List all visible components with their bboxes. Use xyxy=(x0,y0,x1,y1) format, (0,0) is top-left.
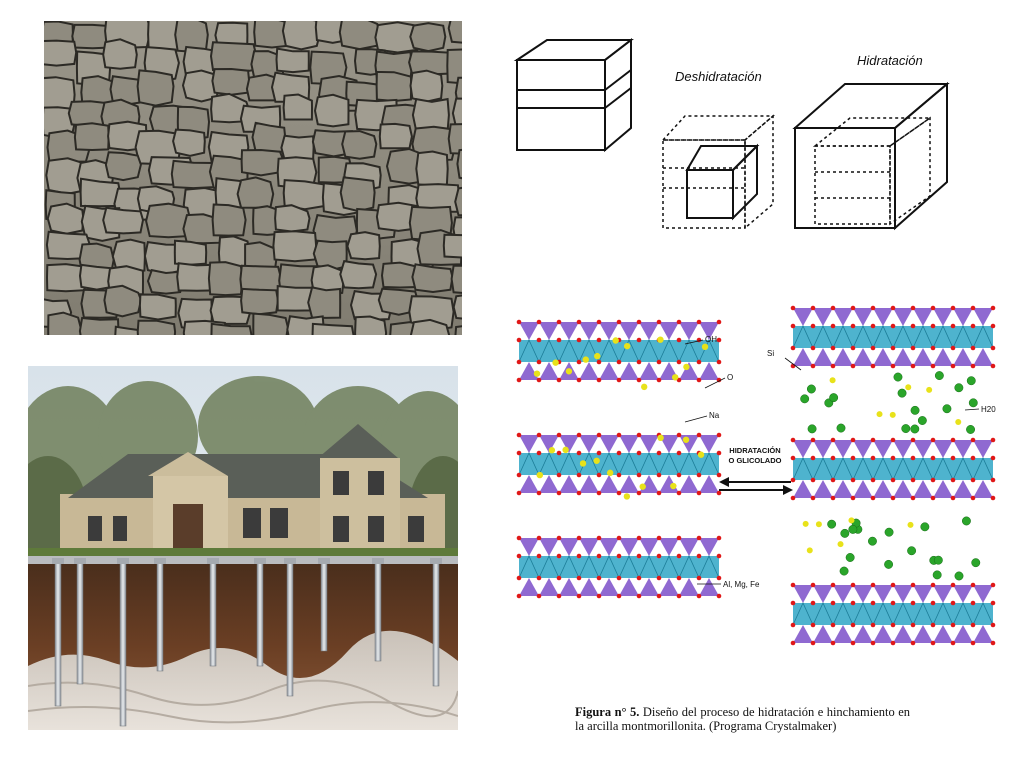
original-block xyxy=(513,37,634,153)
si-label: Si xyxy=(767,349,774,358)
cracked-soil-photo xyxy=(44,21,462,335)
al-mg-fe-label: Al, Mg, Fe xyxy=(723,580,760,589)
cracked-soil-image xyxy=(44,21,462,335)
caption-text: Diseño del proceso de hidratación e hinc… xyxy=(575,705,910,733)
caption-prefix: Figura n° 5. xyxy=(575,705,640,719)
crystal-svg: OH O Na Si H20 Al, Mg, Fe HIDRATACIÓN O … xyxy=(516,305,996,646)
o-label: O xyxy=(727,373,733,382)
reversible-arrow: HIDRATACIÓN O GLICOLADO xyxy=(719,446,793,495)
montmorillonite-structure-diagram: OH O Na Si H20 Al, Mg, Fe HIDRATACIÓN O … xyxy=(505,300,1005,680)
house-foundation-illustration xyxy=(28,366,458,730)
arrow-label-line2: O GLICOLADO xyxy=(729,456,782,465)
figure-caption: Figura n° 5. Diseño del proceso de hidra… xyxy=(575,705,910,733)
swelling-box-diagram: Deshidratación Hidratación xyxy=(505,28,960,246)
arrow-label-line1: HIDRATACIÓN xyxy=(729,446,780,455)
na-label: Na xyxy=(709,411,720,420)
hydrated-block: Hidratación xyxy=(792,53,950,231)
house-foundation-image xyxy=(28,366,458,730)
hydration-label: Hidratación xyxy=(857,53,923,68)
dehydration-label: Deshidratación xyxy=(675,69,762,84)
swelling-box-svg: Deshidratación Hidratación xyxy=(513,37,950,231)
oh-label: OH xyxy=(705,335,717,344)
h2o-label: H20 xyxy=(981,405,996,414)
dehydrated-block: Deshidratación xyxy=(661,69,776,230)
